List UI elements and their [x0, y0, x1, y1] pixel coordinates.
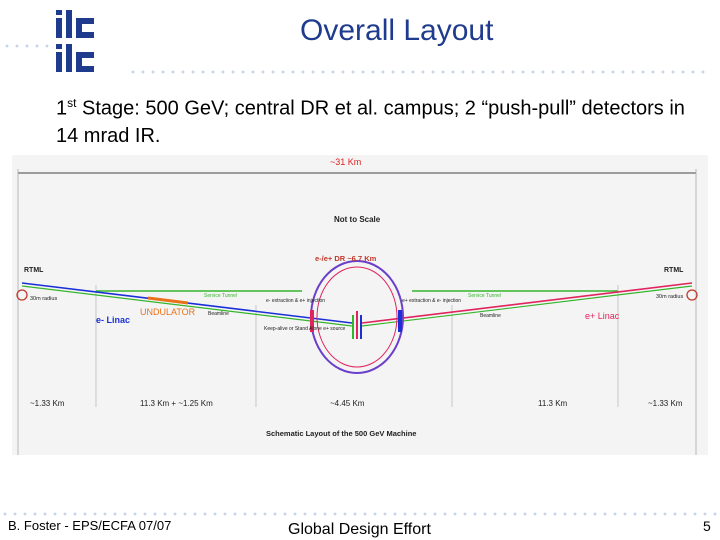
total-length-label: ~31 Km: [330, 157, 361, 167]
e-plus-beamline: [361, 282, 693, 324]
undulator-label: UNDULATOR: [140, 307, 196, 317]
beamline-right-label: Beamline: [480, 313, 501, 319]
e-plus-extraction-label: e+ extraction & e- injection: [402, 298, 461, 304]
footer-organization: Global Design Effort: [288, 521, 431, 538]
service-tunnel-right-label: Service Tunnel: [468, 293, 501, 299]
e-plus-service-line: [361, 285, 693, 327]
stage-number: 1: [56, 97, 68, 120]
rtml-ring-left: [16, 289, 28, 301]
slide-subtitle: 1st Stage: 500 GeV; central DR et al. ca…: [56, 90, 696, 150]
e-plus-linac-label: e+ Linac: [585, 311, 620, 321]
keep-alive-label: Keep-alive or Stand Alone e+ source: [264, 326, 346, 332]
distance-right: ~1.33 Km: [648, 399, 683, 408]
header-dots-left: [2, 44, 52, 48]
ilc-layout-diagram: ~31 Km Not to Scale Service Tunnel Servi…: [12, 155, 708, 455]
beamline-left-label: Beamline: [208, 311, 229, 317]
radius-left-label: 30m radius: [30, 296, 57, 302]
diagram-caption: Schematic Layout of the 500 GeV Machine: [266, 429, 416, 438]
subtitle-text: Stage: 500 GeV; central DR et al. campus…: [56, 97, 685, 147]
distance-center: ~4.45 Km: [330, 399, 365, 408]
scale-note: Not to Scale: [334, 215, 381, 224]
e-minus-linac-label: e- Linac: [96, 315, 130, 325]
slide-title: Overall Layout: [300, 14, 494, 47]
footer-author: B. Foster - EPS/ECFA 07/07: [8, 518, 172, 533]
rtml-ring-right: [686, 289, 698, 301]
e-minus-extraction-label: e- extraction & e+ injection: [266, 298, 325, 304]
diagram-background: [12, 155, 708, 455]
page-number: 5: [703, 518, 711, 534]
footer-dots: [0, 512, 720, 516]
rtml-left-label: RTML: [24, 267, 44, 274]
service-tunnel-left-label: Service Tunnel: [204, 293, 237, 299]
undulator-section: [147, 296, 189, 305]
distance-right-linac: 11.3 Km: [538, 399, 568, 408]
stage-ordinal: st: [67, 96, 77, 110]
radius-right-label: 30m radius: [656, 294, 683, 300]
ilc-logo: [56, 10, 94, 72]
distance-left-linac: 11.3 Km + ~1.25 Km: [140, 399, 213, 408]
damping-ring-inner: [316, 266, 398, 368]
header-dots-right: [128, 70, 708, 74]
distance-left: ~1.33 Km: [30, 399, 65, 408]
e-minus-service-line: [21, 285, 353, 327]
dr-label: e-/e+ DR ~6.7 Km: [315, 254, 377, 263]
rtml-right-label: RTML: [664, 267, 684, 274]
